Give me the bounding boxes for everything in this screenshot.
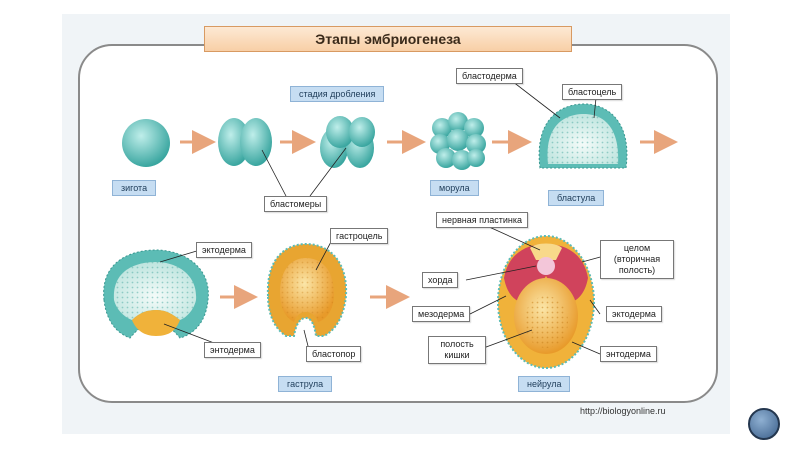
gastrula-illustration: [266, 242, 348, 337]
two-cell-illustration: [218, 118, 272, 166]
blastula-illustration: [538, 103, 628, 169]
page-title: Этапы эмбриогенеза: [204, 26, 572, 52]
label-ectoderm-left: эктодерма: [196, 242, 252, 258]
label-coelom: целом (вторичная полость): [600, 240, 674, 279]
zygote-illustration: [122, 119, 170, 167]
label-endoderm-left: энтодерма: [204, 342, 261, 358]
leader-lines: [159, 77, 605, 355]
label-blastoderm: бластодерма: [456, 68, 523, 84]
label-neurula: нейрула: [518, 376, 571, 392]
label-gut-cavity: полость кишки: [428, 336, 486, 364]
label-neural-plate: нервная пластинка: [436, 212, 529, 228]
source-url: http://biologyonline.ru: [580, 406, 666, 416]
label-blastopore: бластопор: [306, 346, 362, 362]
circle-button-icon[interactable]: [748, 408, 780, 440]
early-gastrula-illustration: [103, 249, 209, 339]
label-endoderm-right: энтодерма: [600, 346, 657, 362]
label-morula: морула: [430, 180, 479, 196]
label-chorda: хорда: [422, 272, 459, 288]
morula-illustration: [430, 112, 486, 170]
label-zygote: зигота: [112, 180, 157, 196]
label-blastula: бластула: [548, 190, 605, 206]
label-mesoderm: мезодерма: [412, 306, 471, 322]
four-cell-illustration: [320, 116, 375, 168]
label-blastomeres: бластомеры: [264, 196, 328, 212]
label-cleavage-stage: стадия дробления: [290, 86, 385, 102]
label-blastocoel: бластоцель: [562, 84, 623, 100]
label-gastrula: гаструла: [278, 376, 333, 392]
label-ectoderm-right: эктодерма: [606, 306, 662, 322]
diagram-frame: [78, 44, 718, 403]
neurula-illustration: [497, 235, 595, 369]
stage-arrows: [180, 130, 678, 309]
label-gastrocoel: гастроцель: [330, 228, 389, 244]
